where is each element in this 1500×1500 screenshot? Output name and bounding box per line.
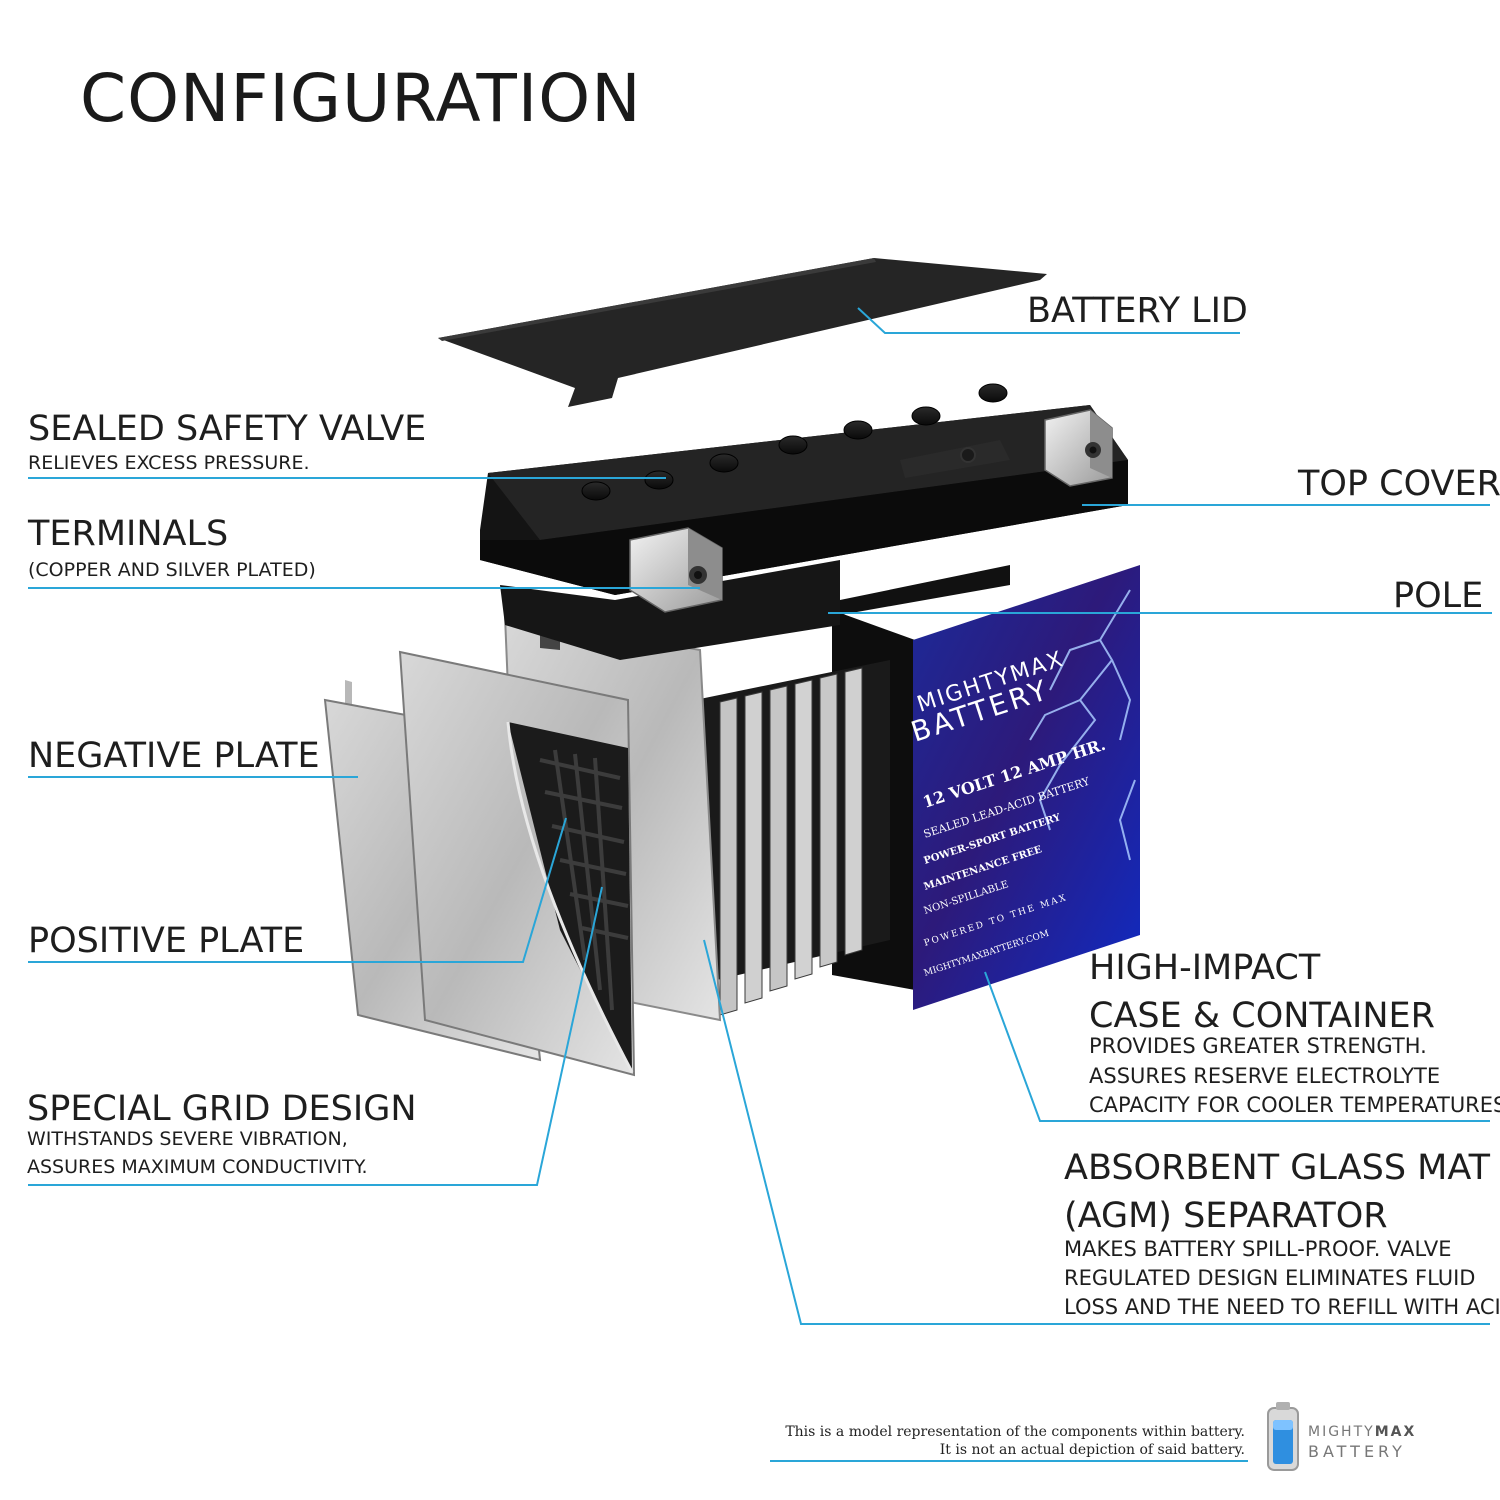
footer-note-line-2: It is not an actual depiction of said ba… [939, 1441, 1245, 1458]
leader-agm-separator [703, 939, 1490, 1325]
agm-separator-desc-3: LOSS AND THE NEED TO REFILL WITH ACID. [1064, 1295, 1500, 1319]
battery-logo-icon [1267, 1402, 1299, 1471]
battery-case: MIGHTYMAX BATTERY 12 VOLT 12 AMP HR. SEA… [907, 565, 1140, 1010]
sealed-safety-valve-label: SEALED SAFETY VALVE [28, 409, 427, 449]
grid-design [506, 721, 634, 1073]
positive-plate-label: POSITIVE PLATE [28, 921, 305, 961]
battery-lid [438, 258, 1047, 407]
footer-logo-light: MIGHTY [1308, 1424, 1375, 1440]
top-cover-label: TOP COVER [1298, 464, 1500, 504]
special-grid-design-desc-2: ASSURES MAXIMUM CONDUCTIVITY. [27, 1156, 368, 1178]
leader-battery-lid [857, 307, 1240, 334]
agm-separator-label-2: (AGM) SEPARATOR [1064, 1196, 1388, 1236]
agm-separator-label-1: ABSORBENT GLASS MAT [1064, 1148, 1490, 1188]
sealed-safety-valve-desc: RELIEVES EXCESS PRESSURE. [28, 452, 310, 474]
high-impact-case-desc-2: ASSURES RESERVE ELECTROLYTE [1089, 1064, 1441, 1088]
footer-logo-word-2: BATTERY [1308, 1442, 1406, 1461]
leader-positive-plate [28, 817, 567, 963]
battery-lid-label: BATTERY LID [1027, 291, 1248, 331]
vent-caps [581, 383, 1008, 501]
special-grid-design-desc-1: WITHSTANDS SEVERE VIBRATION, [27, 1128, 348, 1150]
leader-lines [28, 307, 1492, 1462]
leader-special-grid [28, 886, 603, 1186]
high-impact-case-desc-3: CAPACITY FOR COOLER TEMPERATURES. [1089, 1093, 1500, 1117]
terminals-label: TERMINALS [28, 514, 229, 554]
terminals-desc: (COPPER AND SILVER PLATED) [28, 559, 316, 581]
positive-plate [398, 650, 636, 1077]
agm-separator-desc-1: MAKES BATTERY SPILL-PROOF. VALVE [1064, 1237, 1452, 1261]
page-title: CONFIGURATION [80, 60, 642, 137]
special-grid-design-label: SPECIAL GRID DESIGN [27, 1089, 417, 1129]
high-impact-case-label-2: CASE & CONTAINER [1089, 996, 1435, 1036]
agm-separator-desc-2: REGULATED DESIGN ELIMINATES FLUID [1064, 1266, 1476, 1290]
footer-note: This is a model representation of the co… [785, 1424, 1245, 1459]
lightning-graphic [1029, 589, 1136, 861]
terminal-negative [629, 527, 723, 613]
high-impact-case-label-1: HIGH-IMPACT [1089, 948, 1321, 988]
negative-plate-label: NEGATIVE PLATE [28, 736, 320, 776]
footer-logo-word-1: MIGHTYMAX [1308, 1424, 1416, 1440]
footer-note-line-1: This is a model representation of the co… [785, 1424, 1245, 1440]
plate-edges [719, 667, 863, 1016]
footer-logo-bold: MAX [1374, 1424, 1417, 1440]
terminal-positive [1044, 409, 1113, 487]
high-impact-case-desc-1: PROVIDES GREATER STRENGTH. [1089, 1034, 1427, 1058]
pole-label: POLE [1393, 576, 1484, 616]
leader-high-impact-case [984, 971, 1490, 1122]
